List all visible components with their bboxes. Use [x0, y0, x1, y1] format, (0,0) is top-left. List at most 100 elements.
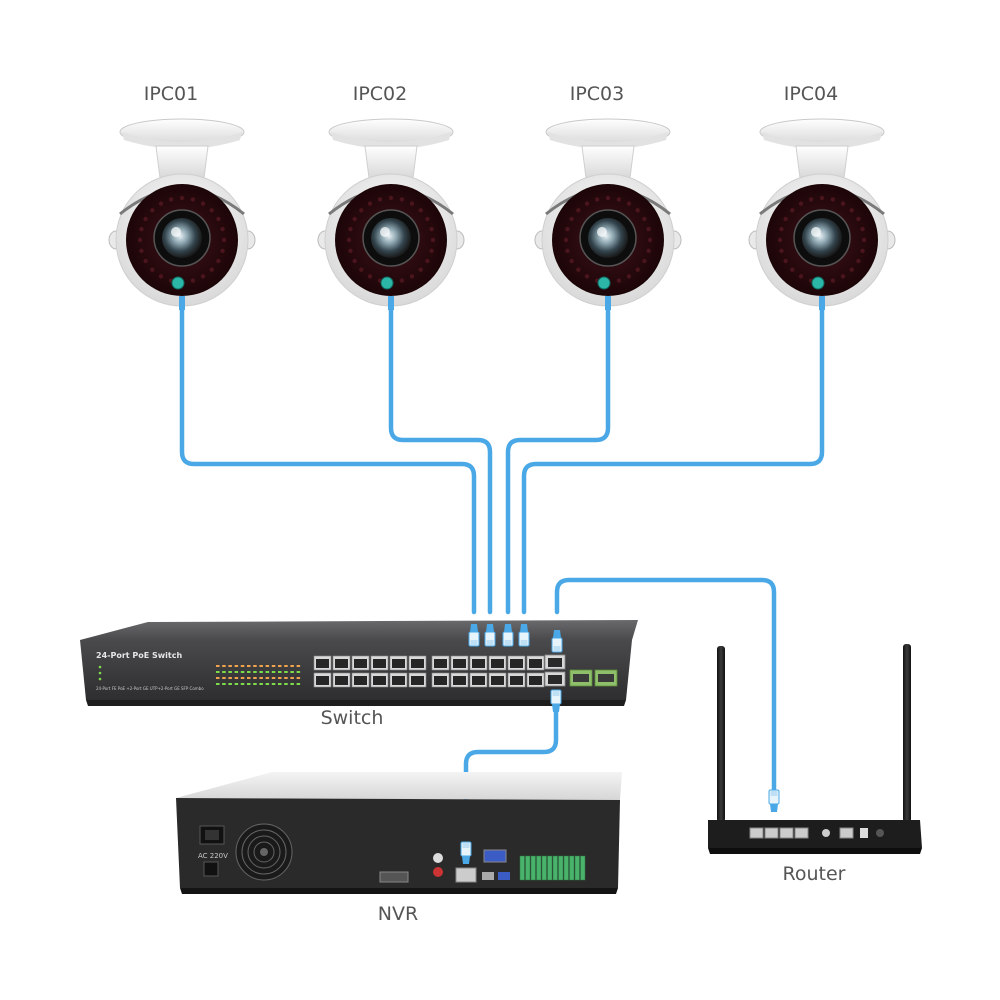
terminal-pin	[574, 855, 580, 881]
port-led	[290, 677, 294, 679]
camera-icon	[108, 118, 256, 310]
camera-icon	[317, 118, 465, 310]
cable-ipc02	[388, 305, 493, 615]
ip-cameras: IPC01 IPC02 IPC03 IPC04	[108, 83, 896, 310]
switch-status-leds	[98, 665, 102, 681]
switch-port	[469, 672, 488, 688]
switch-front-title: 24-Port PoE Switch	[96, 651, 182, 660]
terminal-pin	[569, 855, 575, 881]
port-led	[271, 677, 276, 679]
switch-port	[488, 655, 507, 671]
camera-icon	[534, 118, 682, 310]
port-led	[259, 671, 263, 673]
switch-port	[370, 672, 389, 688]
port-led	[228, 665, 232, 667]
cable-ipc01	[179, 305, 477, 615]
camera-label: IPC03	[570, 83, 625, 105]
terminal-pin	[525, 855, 531, 881]
router-antenna-left	[717, 646, 725, 822]
nvr-label: NVR	[378, 903, 418, 925]
switch-port-leds	[216, 665, 301, 685]
port-led	[234, 677, 239, 679]
camera-icon	[748, 118, 896, 310]
rj45-connector-icon	[768, 789, 780, 813]
switch-port	[389, 672, 408, 688]
port-led	[265, 683, 270, 685]
port-led	[247, 677, 251, 679]
port-led	[222, 677, 226, 679]
cable-ipc04	[521, 305, 825, 615]
switch-port	[408, 672, 427, 688]
port-led	[278, 671, 282, 673]
nvr-alarm-terminals	[519, 855, 586, 881]
switch-port	[507, 672, 526, 688]
port-led	[228, 671, 232, 673]
port-led	[271, 683, 276, 685]
switch-top-surface	[80, 620, 638, 640]
terminal-pin	[541, 855, 547, 881]
switch-front-subtitle: 24-Port FE PoE +2-Port GE UTP+2-Port GE …	[96, 686, 204, 691]
port-led	[296, 665, 301, 667]
terminal-pin	[547, 855, 553, 881]
nvr-recorder: AC 220V NVR	[176, 772, 622, 925]
terminal-pin	[530, 855, 536, 881]
port-led	[240, 671, 245, 673]
port-led	[247, 671, 251, 673]
camera-label: IPC01	[144, 83, 199, 105]
port-led	[234, 671, 239, 673]
terminal-pin	[563, 855, 569, 881]
switch-port	[488, 672, 507, 688]
port-led	[228, 683, 232, 685]
nvr-power-text: AC 220V	[198, 852, 228, 860]
port-led	[296, 677, 301, 679]
port-led	[222, 671, 226, 673]
switch-port	[370, 655, 389, 671]
switch-port	[469, 655, 488, 671]
port-led	[284, 683, 288, 685]
port-led	[259, 677, 263, 679]
port-led	[216, 683, 220, 685]
switch-port	[332, 655, 351, 671]
camera-label: IPC04	[784, 83, 839, 105]
switch-port	[431, 655, 450, 671]
camera-label: IPC02	[353, 83, 408, 105]
terminal-pin	[536, 855, 542, 881]
port-led	[216, 665, 220, 667]
nvr-top-surface	[176, 772, 622, 800]
port-led	[284, 671, 288, 673]
cables	[179, 305, 825, 833]
port-led	[222, 683, 226, 685]
port-led	[265, 665, 270, 667]
port-led	[259, 683, 263, 685]
switch-port	[526, 672, 545, 688]
port-led	[290, 671, 294, 673]
router-antenna-right	[903, 644, 911, 822]
port-led	[240, 683, 245, 685]
router-ports	[749, 827, 884, 839]
port-led	[222, 665, 226, 667]
terminal-pin	[519, 855, 525, 881]
cable-ipc03	[505, 305, 611, 615]
port-led	[284, 665, 288, 667]
switch-port	[313, 655, 332, 671]
switch-port	[450, 655, 469, 671]
port-led	[253, 677, 257, 679]
port-led	[265, 677, 270, 679]
switch-port	[313, 672, 332, 688]
port-led	[278, 677, 282, 679]
switch-port	[351, 672, 370, 688]
port-led	[290, 665, 294, 667]
port-led	[259, 665, 263, 667]
port-led	[240, 677, 245, 679]
nvr-fan	[235, 823, 293, 881]
port-led	[240, 665, 245, 667]
port-led	[216, 677, 220, 679]
wireless-router: Router	[708, 644, 922, 885]
switch-port	[450, 672, 469, 688]
port-led	[234, 665, 239, 667]
port-led	[284, 677, 288, 679]
terminal-pin	[558, 855, 564, 881]
port-led	[216, 671, 220, 673]
